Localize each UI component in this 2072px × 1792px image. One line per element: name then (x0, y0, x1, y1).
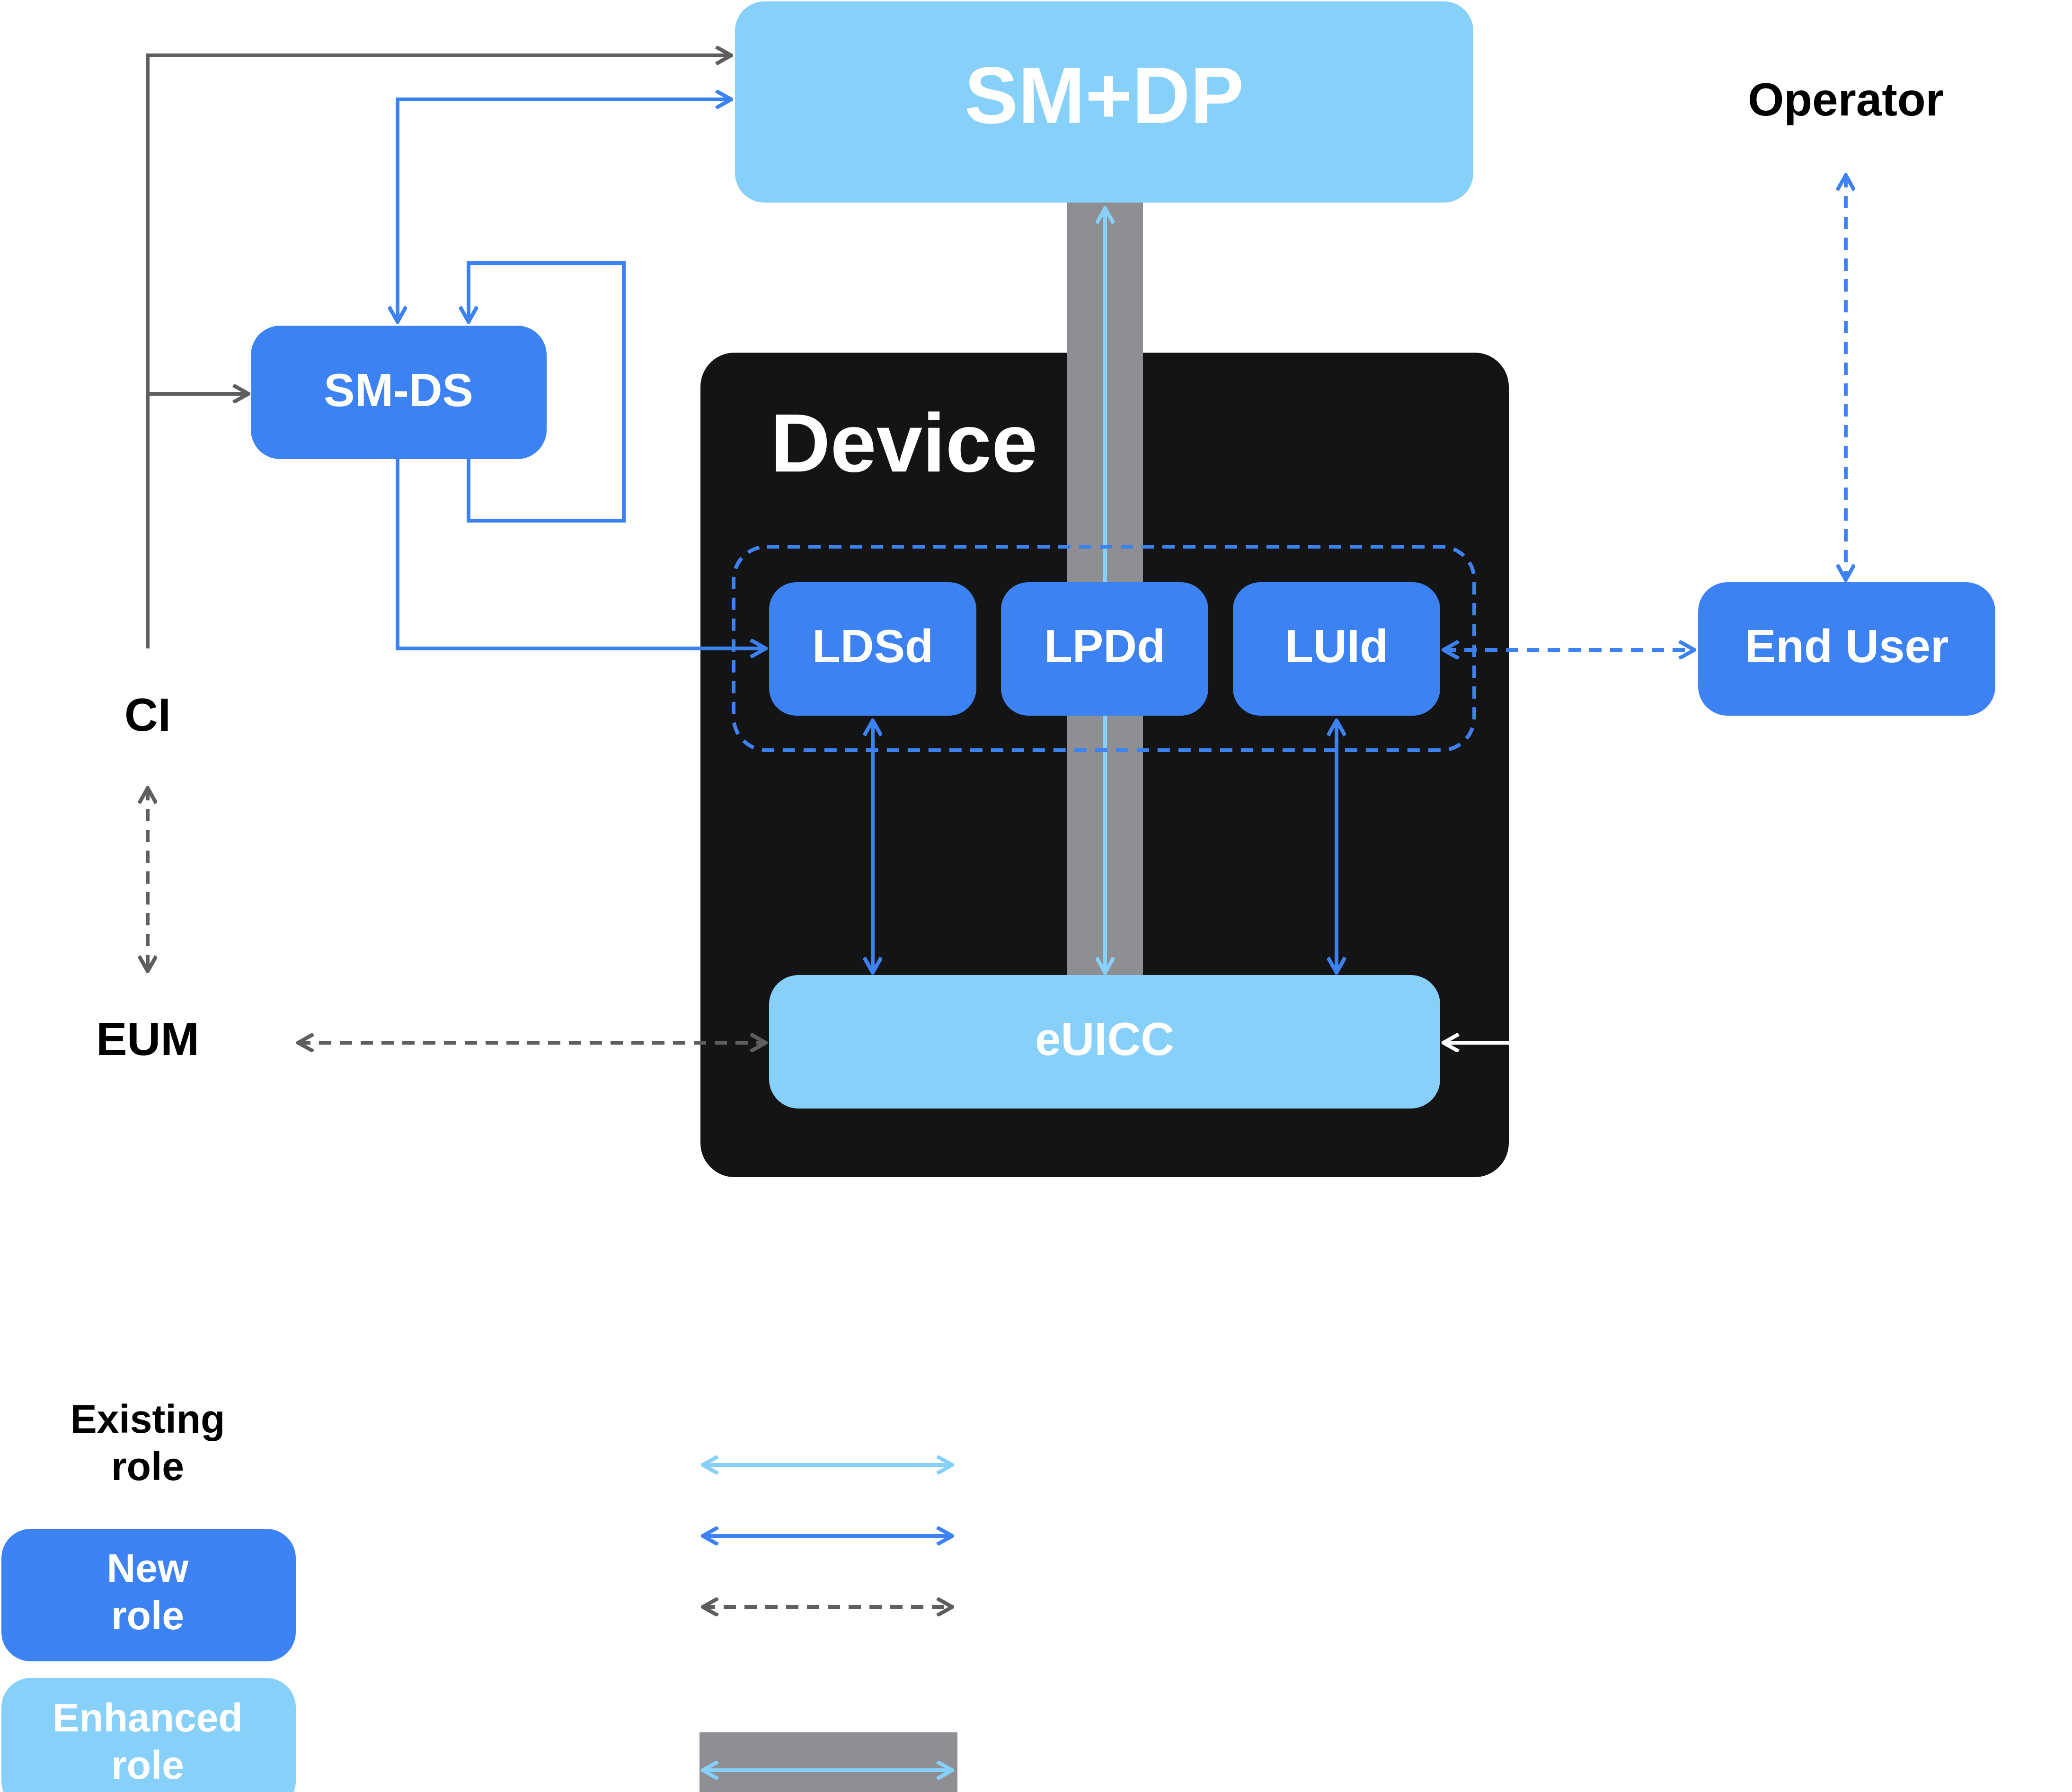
ldsd-label: LDSd (812, 620, 933, 672)
operator-label: Operator (1748, 73, 1944, 125)
lpdd-label: LPDd (1044, 620, 1165, 672)
ci-label: CI (124, 689, 171, 741)
sm-dp-node (735, 1, 1473, 203)
eum-label: EUM (96, 1013, 199, 1065)
legend-enhanced-role-line1: Enhanced (53, 1695, 242, 1740)
luid-label: LUId (1285, 620, 1388, 672)
smds-self-loop-connector (469, 261, 626, 523)
legend-existing-role-line2: role (111, 1444, 184, 1489)
smds-ldsd-connector (396, 459, 766, 648)
legend-existing-role-line1: Existing (71, 1397, 225, 1441)
euicc-label: eUICC (1035, 1013, 1174, 1065)
smdp-smds-connector (398, 99, 731, 322)
ldsd-node (769, 582, 976, 716)
euicc-node (769, 975, 1440, 1109)
sm-ds-node (251, 326, 547, 459)
legend-new-role-line1: New (107, 1546, 189, 1590)
legend-new-role-swatch (1, 1529, 296, 1661)
sm-dp-label: SM+DP (965, 51, 1244, 141)
end-user-label: End User (1745, 620, 1948, 672)
device-label: Device (770, 397, 1037, 489)
sm-ds-label: SM-DS (324, 364, 473, 416)
legend-new-role-line2: role (111, 1593, 184, 1638)
lpdd-node (1001, 582, 1208, 716)
ci-to-smdp-connector (146, 55, 731, 648)
legend-enhanced-role-swatch (1, 1678, 296, 1792)
legend-grey-channel (700, 1732, 957, 1792)
luid-node (1233, 582, 1440, 716)
end-user-node (1698, 582, 1995, 716)
legend-enhanced-role-line2: role (111, 1743, 184, 1787)
